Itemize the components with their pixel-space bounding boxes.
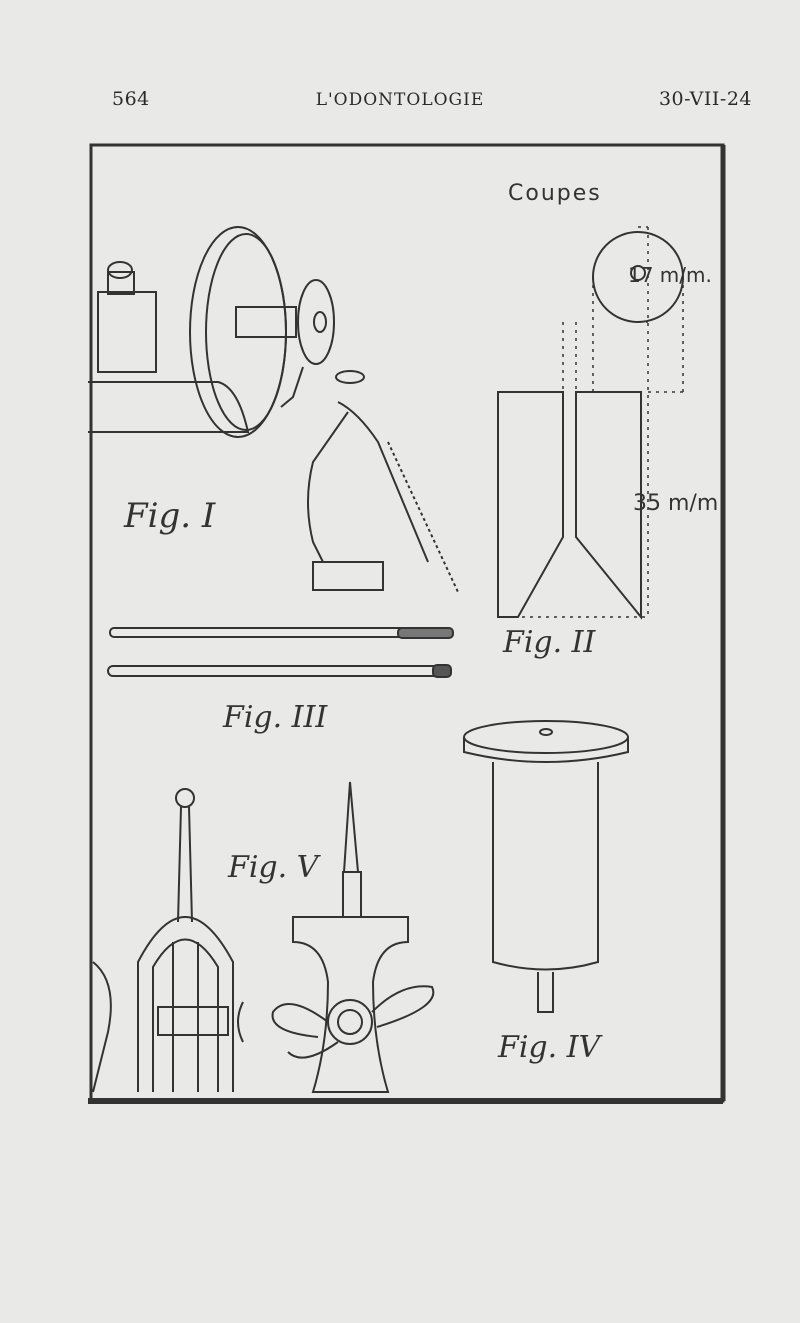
illustration-plate: Coupes 17 m/m. 35 m/m Fig. I Fig. II Fig…	[88, 143, 726, 1104]
coupes-label: Coupes	[508, 181, 602, 206]
fig5-drawing	[92, 781, 435, 1093]
fig4-label: Fig. IV	[497, 1030, 604, 1065]
dimension-17mm: 17 m/m.	[628, 263, 712, 287]
fig1-label: Fig. I	[123, 496, 216, 536]
fig2-label: Fig. II	[502, 625, 597, 660]
fig3-drawing	[107, 627, 454, 678]
plate-frame	[89, 143, 725, 1103]
fig4-drawing	[463, 720, 629, 1013]
fig3-label: Fig. III	[222, 700, 328, 735]
fig1-drawing	[88, 226, 459, 593]
fig5-label: Fig. V	[227, 850, 322, 885]
issue-date: 30-VII-24	[658, 88, 752, 110]
page-number: 564	[112, 88, 150, 110]
running-title: L'ODONTOLOGIE	[315, 90, 485, 110]
dimension-35mm: 35 m/m	[633, 491, 718, 516]
fig2-drawing	[497, 226, 684, 620]
